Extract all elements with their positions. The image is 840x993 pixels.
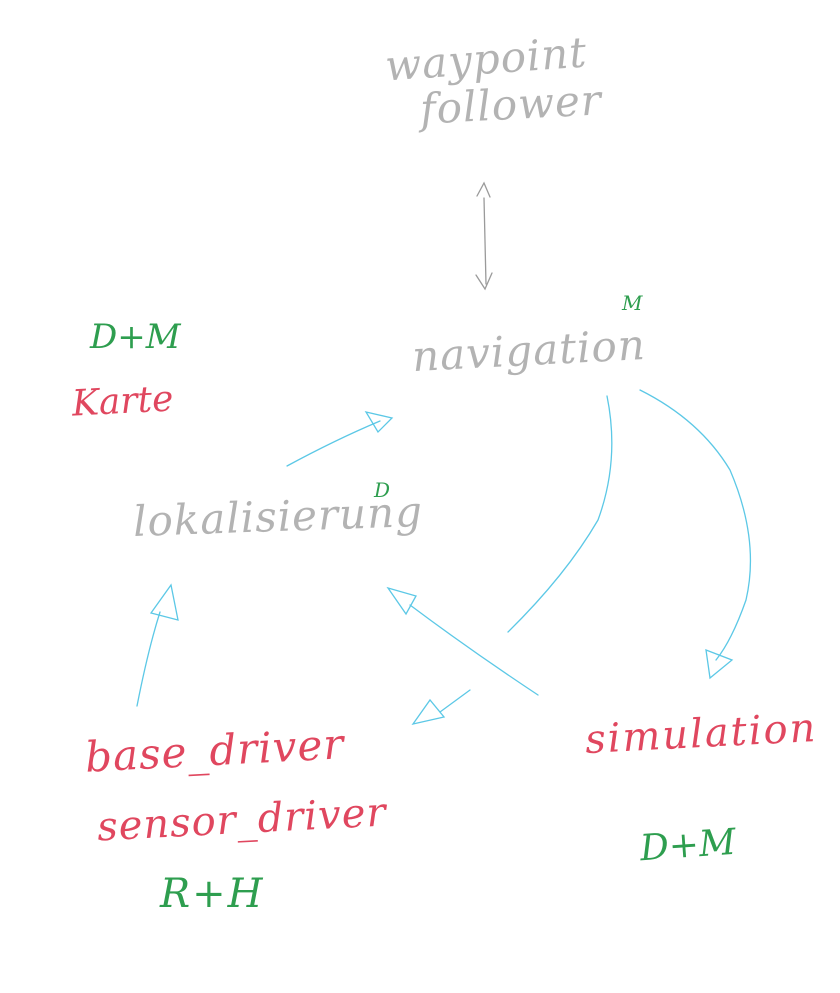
arrow-lokalisierung-navigation xyxy=(286,411,394,467)
karte-tag: D+M xyxy=(90,317,181,357)
node-karte-label: Karte xyxy=(70,378,175,425)
follower-label: follower xyxy=(418,75,604,134)
node-navigation-label: navigation xyxy=(410,319,647,382)
arrow-navigation-basedriver xyxy=(411,395,613,726)
drivers-tag: R+H xyxy=(160,871,265,917)
navigation-tag: M xyxy=(622,291,643,315)
arrow-basedriver-lokalisierung xyxy=(136,583,179,707)
arrow-simulation-lokalisierung xyxy=(386,586,539,696)
arrow-navigation-simulation xyxy=(639,389,752,680)
node-waypoint-follower: waypoint follower xyxy=(384,28,603,134)
lokalisierung-tag: D xyxy=(374,478,391,502)
simulation-tag: D+M xyxy=(638,821,738,870)
node-simulation-label: simulation xyxy=(583,704,819,764)
arrow-waypoint-navigation xyxy=(475,181,493,291)
